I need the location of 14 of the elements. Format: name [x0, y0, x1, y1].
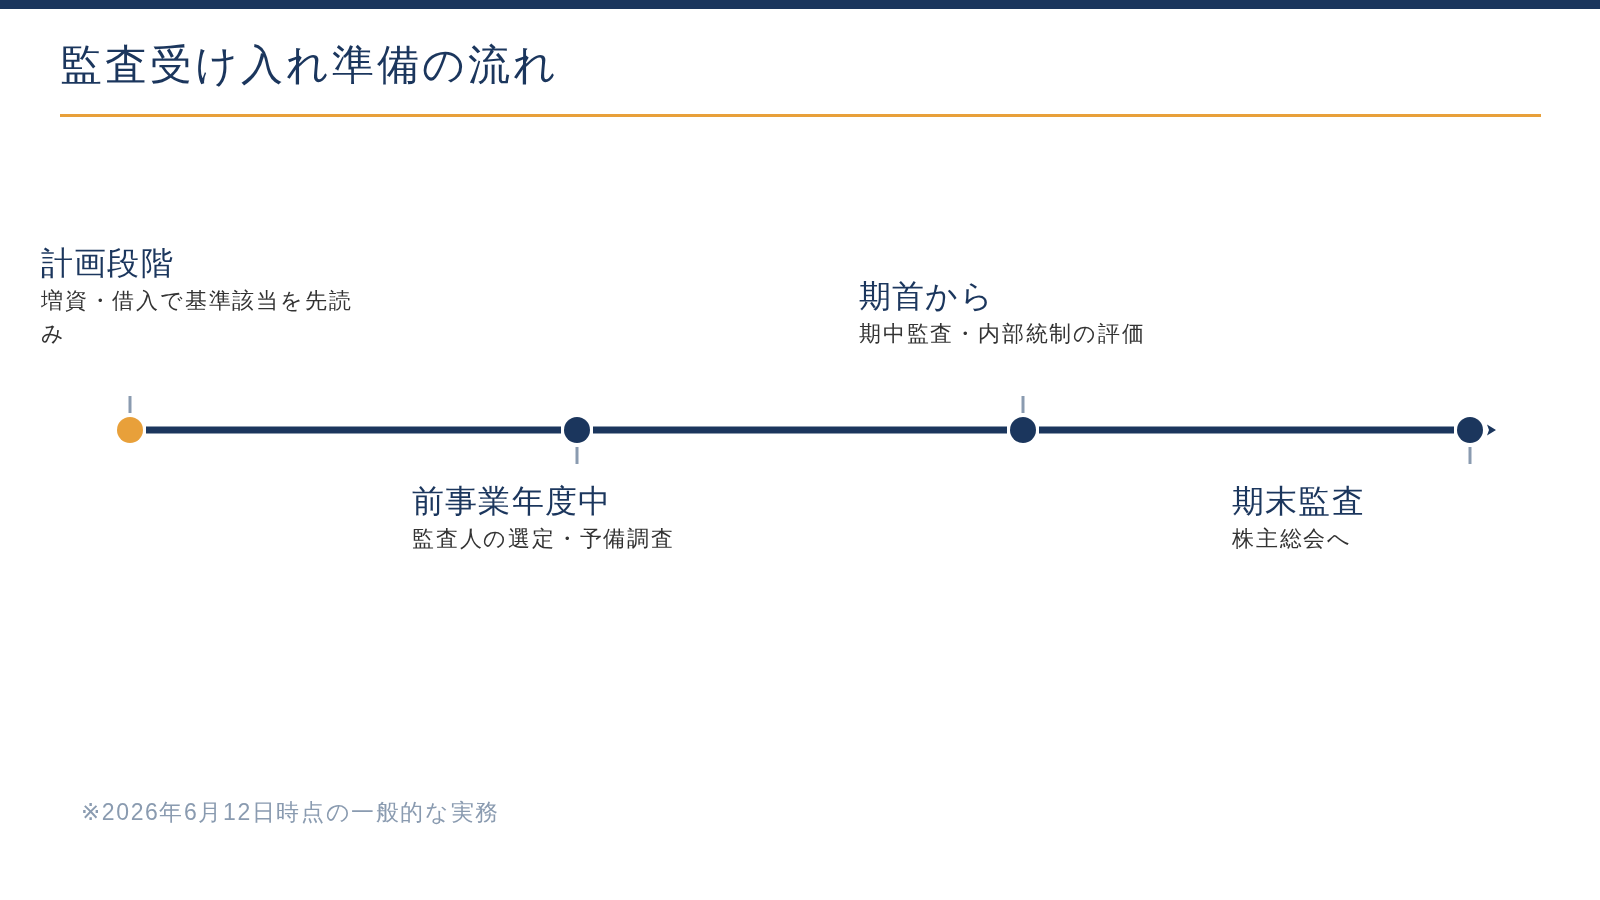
milestone-description: 監査人の選定・予備調査: [412, 525, 675, 553]
footnote: ※2026年6月12日時点の一般的な実務: [81, 798, 500, 827]
milestone-description: 期中監査・内部統制の評価: [859, 320, 1146, 348]
milestone-description: 増資・借入で基準該当を先読み: [41, 287, 354, 348]
milestone-title: 期末監査: [1232, 482, 1365, 521]
milestone-dot: [1457, 417, 1483, 443]
milestone-dot: [1010, 417, 1036, 443]
milestone-dot: [564, 417, 590, 443]
milestone-title: 計画段階: [41, 244, 174, 283]
milestone-title: 期首から: [859, 277, 994, 316]
milestone-description: 株主総会へ: [1232, 525, 1352, 553]
title: 監査受け入れ準備の流れ: [60, 40, 559, 90]
milestone-title: 前事業年度中: [412, 482, 612, 521]
milestone-dot: [117, 417, 143, 443]
